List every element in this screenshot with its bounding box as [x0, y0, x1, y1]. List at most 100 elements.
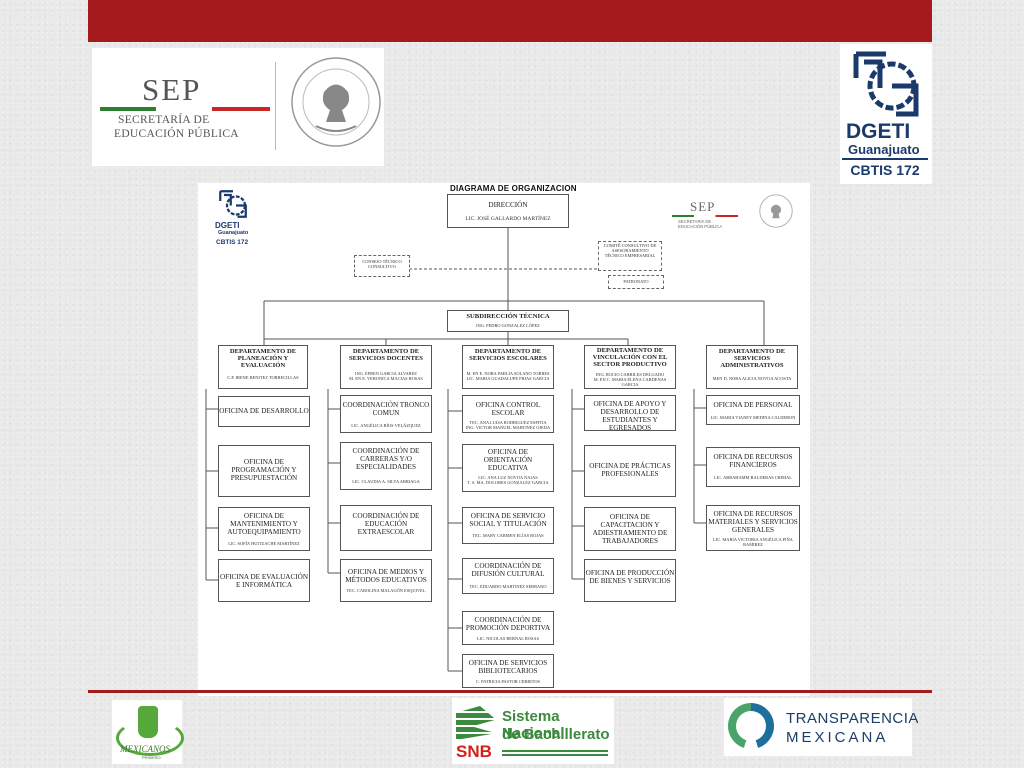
office-box: OFICINA DE PROGRAMACIÓN Y PRESUPUESTACIÓ…: [218, 445, 310, 497]
snb-line-2: de Bachillerato: [502, 726, 610, 743]
office-box: OFICINA DE EVALUACIÓN E INFORMÁTICA: [218, 559, 310, 602]
office-box: COORDINACIÓN TRONCO COMUN LIC. ANGÉLICA …: [340, 395, 432, 433]
mexicanos-subtitle: PRIMERO: [142, 755, 161, 760]
mini-dgeti-wordmark: DGETI: [215, 221, 240, 230]
office-title: OFICINA DE PROGRAMACIÓN Y PRESUPUESTACIÓ…: [230, 458, 298, 482]
sep-subtitle-2: EDUCACIÓN PÚBLICA: [114, 128, 239, 140]
office-title: COORDINACIÓN DE DIFUSIÓN CULTURAL: [471, 562, 545, 578]
office-box: OFICINA DE DESARROLLO: [218, 396, 310, 427]
office-title: OFICINA DE PRÁCTICAS PROFESIONALES: [589, 462, 671, 478]
org-chart-title: DIAGRAMA DE ORGANIZACION: [450, 184, 577, 193]
subdireccion-title: SUBDIRECCIÓN TÉCNICA: [466, 313, 550, 320]
bottom-red-line: [88, 690, 932, 693]
office-box: OFICINA DE ORIENTACIÓN EDUCATIVA LIC. AN…: [462, 444, 554, 492]
office-title: OFICINA DE MANTENIMIENTO Y AUTOEQUIPAMIE…: [227, 512, 301, 536]
office-box: OFICINA DE APOYO Y DESARROLLO DE ESTUDIA…: [584, 395, 676, 432]
office-title: OFICINA DE PERSONAL: [713, 401, 793, 409]
sep-wordmark: SEP: [142, 72, 202, 107]
office-person: LIC. CLAUDIA A. SILVA ARRIAGA: [352, 479, 420, 484]
dept-person: MEN D. NORA ALICIA NOVOA ACOSTA: [712, 375, 792, 381]
mexicanos-wordmark: MEXICANOS: [120, 744, 170, 754]
snb-emblem-icon: [456, 706, 496, 740]
office-box: OFICINA DE SERVICIOS BIBLIOTECARIOS C. P…: [462, 654, 554, 688]
office-box: OFICINA CONTROL ESCOLAR TEC. ANA LUISA R…: [462, 395, 554, 433]
office-person: ING. VICTOR MANUEL MARTINEZ OJEDA: [465, 425, 551, 430]
snb-logo: Sistema Nacional de Bachillerato SNB: [452, 698, 614, 764]
dept-person: LIC. MARIA GUADALUPE FRIAS GARCIA: [466, 376, 550, 382]
consejo-tecnico-box: CONSEJO TÉCNICO CONSULTIVO: [354, 255, 410, 277]
office-title: COORDINACIÓN DE CARRERAS Y/O ESPECIALIDA…: [352, 447, 420, 471]
dept-vinculacion-box: DEPARTAMENTO DE VINCULACIÓN CON EL SECTO…: [584, 345, 676, 389]
sep-divider: [275, 62, 276, 150]
office-title: OFICINA DE APOYO Y DESARROLLO DE ESTUDIA…: [593, 400, 667, 432]
office-box: COORDINACIÓN DE EDUCACIÓN EXTRAESCOLAR: [340, 505, 432, 551]
org-chart: DIAGRAMA DE ORGANIZACION DGETI Guanajuat…: [198, 183, 810, 696]
office-person: TEC. CAROLINA MALAGÓN ESQUIVEL: [346, 588, 426, 593]
office-box: OFICINA DE MEDIOS Y MÉTODOS EDUCATIVOS T…: [340, 559, 432, 602]
office-title: OFICINA DE MEDIOS Y MÉTODOS EDUCATIVOS: [345, 568, 427, 584]
dept-person: ING. EFREN GARCIA ALVAREZ: [355, 371, 417, 377]
dept-person: C.P. IRENE BENITEZ TORRECILLAS: [227, 374, 299, 380]
dept-person: M. EN E. VERONICA MACIAS ROSAS: [349, 376, 423, 382]
office-title: OFICINA DE SERVICIO SOCIAL Y TITULACIÓN: [469, 512, 547, 528]
office-box: COORDINACIÓN DE DIFUSIÓN CULTURAL TEC. E…: [462, 558, 554, 594]
office-title: OFICINA DE PRODUCCIÓN DE BIENES Y SERVIC…: [585, 569, 675, 585]
emblem-center: [736, 711, 766, 741]
dept-person: ING. ROCIO CARRILES DELGADO: [595, 371, 665, 377]
dept-planeacion-box: DEPARTAMENTO DE PLANEACIÓN Y EVALUACIÓN …: [218, 345, 308, 389]
office-title: COORDINACIÓN DE EDUCACIÓN EXTRAESCOLAR: [352, 512, 420, 536]
office-box: OFICINA DE CAPACITACION Y ADIESTRAMIENTO…: [584, 507, 676, 551]
office-person: LIC. MARIA VIANEY MEDINA CALDERON: [710, 415, 796, 420]
snb-line-1: Sistema Nacional: [502, 708, 565, 742]
dept-administrativos-box: DEPARTAMENTO DE SERVICIOS ADMINISTRATIVO…: [706, 345, 798, 389]
comite-consultivo-label: COMITÉ CONSULTIVO DE ASESORAMIENTO TÉCNI…: [603, 243, 657, 258]
office-title: OFICINA CONTROL ESCOLAR: [475, 401, 541, 417]
consejo-tecnico-label: CONSEJO TÉCNICO CONSULTIVO: [362, 259, 402, 269]
dept-title: DEPARTAMENTO DE SERVICIOS ESCOLARES: [469, 348, 547, 363]
direccion-person: LIC. JOSÉ GALLARDO MARTÍNEZ: [465, 216, 551, 222]
patronato-box: PATRONATO: [608, 275, 664, 289]
patronato-label: PATRONATO: [623, 279, 649, 284]
office-box: OFICINA DE RECURSOS FINANCIEROS LIC. ABR…: [706, 447, 800, 487]
office-box: OFICINA DE RECURSOS MATERIALES Y SERVICI…: [706, 505, 800, 551]
mexican-coat-of-arms-icon: [291, 57, 381, 147]
dgeti-state: Guanajuato: [848, 142, 920, 157]
mexican-coat-of-arms-icon: [759, 194, 793, 228]
top-red-bar: [88, 0, 932, 42]
office-title: OFICINA DE EVALUACIÓN E INFORMÁTICA: [219, 573, 309, 589]
office-box: OFICINA DE SERVICIO SOCIAL Y TITULACIÓN …: [462, 507, 554, 544]
comite-consultivo-box: COMITÉ CONSULTIVO DE ASESORAMIENTO TÉCNI…: [598, 241, 662, 271]
dept-person: M. EN E. NORA EMILIA SOLANO TORRES: [466, 371, 550, 377]
dgeti-logo: DGETI Guanajuato CBTIS 172: [840, 44, 932, 184]
office-box: OFICINA DE PRÁCTICAS PROFESIONALES: [584, 445, 676, 497]
office-title: OFICINA DE RECURSOS FINANCIEROS: [713, 453, 793, 469]
office-title: OFICINA DE CAPACITACION Y ADIESTRAMIENTO…: [592, 513, 668, 545]
transparencia-mexicana-logo: TRANSPARENCIA MEXICANA: [724, 698, 918, 756]
direccion-title: DIRECCIÓN: [488, 201, 528, 209]
dept-title: DEPARTAMENTO DE VINCULACIÓN CON EL SECTO…: [592, 347, 668, 369]
mini-sep-subtitle-1: SECRETARÍA DE: [678, 219, 712, 224]
mini-sep-wordmark: SEP: [690, 199, 716, 214]
office-person: C. PATRICIA PASTOR CERRITOS: [476, 679, 540, 684]
mini-flag-stripe: [672, 215, 738, 217]
dgeti-wordmark: DGETI: [846, 120, 911, 143]
dept-title: DEPARTAMENTO DE SERVICIOS DOCENTES: [349, 348, 423, 363]
mini-dgeti-school: CBTIS 172: [216, 239, 249, 246]
subdireccion-box: SUBDIRECCIÓN TÉCNICA ING. PEDRO GONZALEZ…: [447, 310, 569, 332]
office-box: OFICINA DE PRODUCCIÓN DE BIENES Y SERVIC…: [584, 559, 676, 602]
dgeti-emblem-icon: [853, 51, 919, 117]
dept-title: DEPARTAMENTO DE SERVICIOS ADMINISTRATIVO…: [718, 348, 786, 370]
office-person: TEC. EDUARDO MARTINEZ SERRANO: [469, 584, 547, 589]
ring-icon: [116, 720, 184, 756]
office-person: LIC. ABRAHAMM BALDERAS CRIMAL: [714, 475, 792, 480]
dept-escolares-box: DEPARTAMENTO DE SERVICIOS ESCOLARES M. E…: [462, 345, 554, 389]
mini-dgeti-state: Guanajuato: [218, 230, 249, 236]
transparencia-line-1: TRANSPARENCIA: [786, 710, 919, 727]
office-person: LIC. SOFÍA HUITZACHE MARTÍNEZ: [228, 541, 300, 546]
office-box: OFICINA DE MANTENIMIENTO Y AUTOEQUIPAMIE…: [218, 507, 310, 551]
dept-docentes-box: DEPARTAMENTO DE SERVICIOS DOCENTES ING. …: [340, 345, 432, 389]
transparencia-line-2: MEXICANA: [786, 729, 889, 746]
office-box: COORDINACIÓN DE CARRERAS Y/O ESPECIALIDA…: [340, 442, 432, 490]
office-person: LIC. MARIA VICTORIA ANGÉLICA PIÑA RAMIRE…: [713, 537, 793, 547]
office-title: COORDINACIÓN TRONCO COMUN: [342, 401, 430, 417]
